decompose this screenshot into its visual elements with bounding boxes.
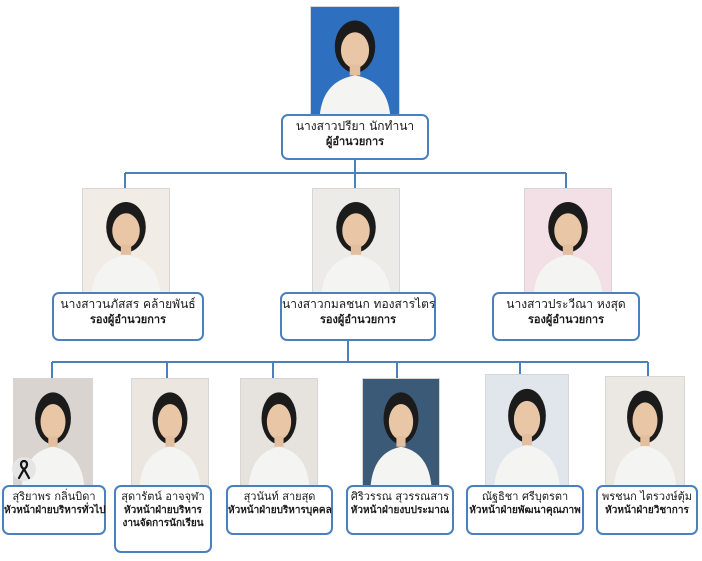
head-box-5: ณัฐธิชา ศรีบุตรตา หัวหน้าฝ่ายพัฒนาคุณภาพ — [466, 485, 584, 535]
head-box-2: สุดารัตน์ อาจจุฬา หัวหน้าฝ่ายบริหารงานจั… — [114, 485, 212, 553]
head-box-6: พรชนก ไตรวงษ์ตุ้ม หัวหน้าฝ่ายวิชาการ — [596, 485, 698, 535]
photo-head-4 — [362, 378, 440, 487]
director-name: นางสาวปรียา นักทำนา — [283, 119, 427, 135]
deputy-name: นางสาวกมลชนก ทองสารไตร — [282, 297, 434, 313]
head-name: ศิริวรรณ สุวรรณสาร — [348, 490, 452, 504]
head-box-4: ศิริวรรณ สุวรรณสาร หัวหน้าฝ่ายงบประมาณ — [346, 485, 454, 535]
deputy-role: รองผู้อำนวยการ — [282, 313, 434, 327]
deputy-name: นางสาวนภัสสร คล้ายพันธ์ — [54, 297, 202, 313]
deputy-name: นางสาวประวีณา หงสุด — [494, 297, 638, 313]
deputy-box-1: นางสาวนภัสสร คล้ายพันธ์ รองผู้อำนวยการ — [52, 292, 204, 341]
photo-deputy-2 — [312, 188, 400, 294]
head-role: หัวหน้าฝ่ายงบประมาณ — [348, 504, 452, 517]
head-role: หัวหน้าฝ่ายวิชาการ — [598, 504, 696, 517]
head-box-3: สุวนันท์ สายสุด หัวหน้าฝ่ายบริหารบุคคล — [226, 485, 333, 535]
deputy-role: รองผู้อำนวยการ — [494, 313, 638, 327]
photo-head-6 — [605, 376, 685, 487]
head-name: สุริยาพร กลิ่นบิดา — [4, 490, 104, 504]
head-name: ณัฐธิชา ศรีบุตรตา — [468, 490, 582, 504]
head-name: สุดารัตน์ อาจจุฬา — [116, 490, 210, 504]
photo-director — [310, 6, 400, 116]
director-role: ผู้อำนวยการ — [283, 135, 427, 149]
deputy-box-2: นางสาวกมลชนก ทองสารไตร รองผู้อำนวยการ — [280, 292, 436, 341]
deputy-box-3: นางสาวประวีณา หงสุด รองผู้อำนวยการ — [492, 292, 640, 341]
head-role: หัวหน้าฝ่ายบริหารงานจัดการนักเรียน — [116, 504, 210, 530]
black-ribbon-icon — [12, 457, 36, 481]
head-role: หัวหน้าฝ่ายพัฒนาคุณภาพ — [468, 504, 582, 517]
photo-head-5 — [485, 374, 569, 487]
photo-deputy-3 — [524, 188, 612, 294]
director-box: นางสาวปรียา นักทำนา ผู้อำนวยการ — [281, 114, 429, 160]
photo-head-2 — [131, 378, 209, 487]
photo-deputy-1 — [82, 188, 170, 294]
head-role: หัวหน้าฝ่ายบริหารบุคคล — [228, 504, 331, 517]
head-name: พรชนก ไตรวงษ์ตุ้ม — [598, 490, 696, 504]
deputy-role: รองผู้อำนวยการ — [54, 313, 202, 327]
head-role: หัวหน้าฝ่ายบริหารทั่วไป — [4, 504, 104, 517]
photo-head-3 — [240, 378, 318, 487]
head-box-1: สุริยาพร กลิ่นบิดา หัวหน้าฝ่ายบริหารทั่ว… — [2, 485, 106, 535]
head-name: สุวนันท์ สายสุด — [228, 490, 331, 504]
